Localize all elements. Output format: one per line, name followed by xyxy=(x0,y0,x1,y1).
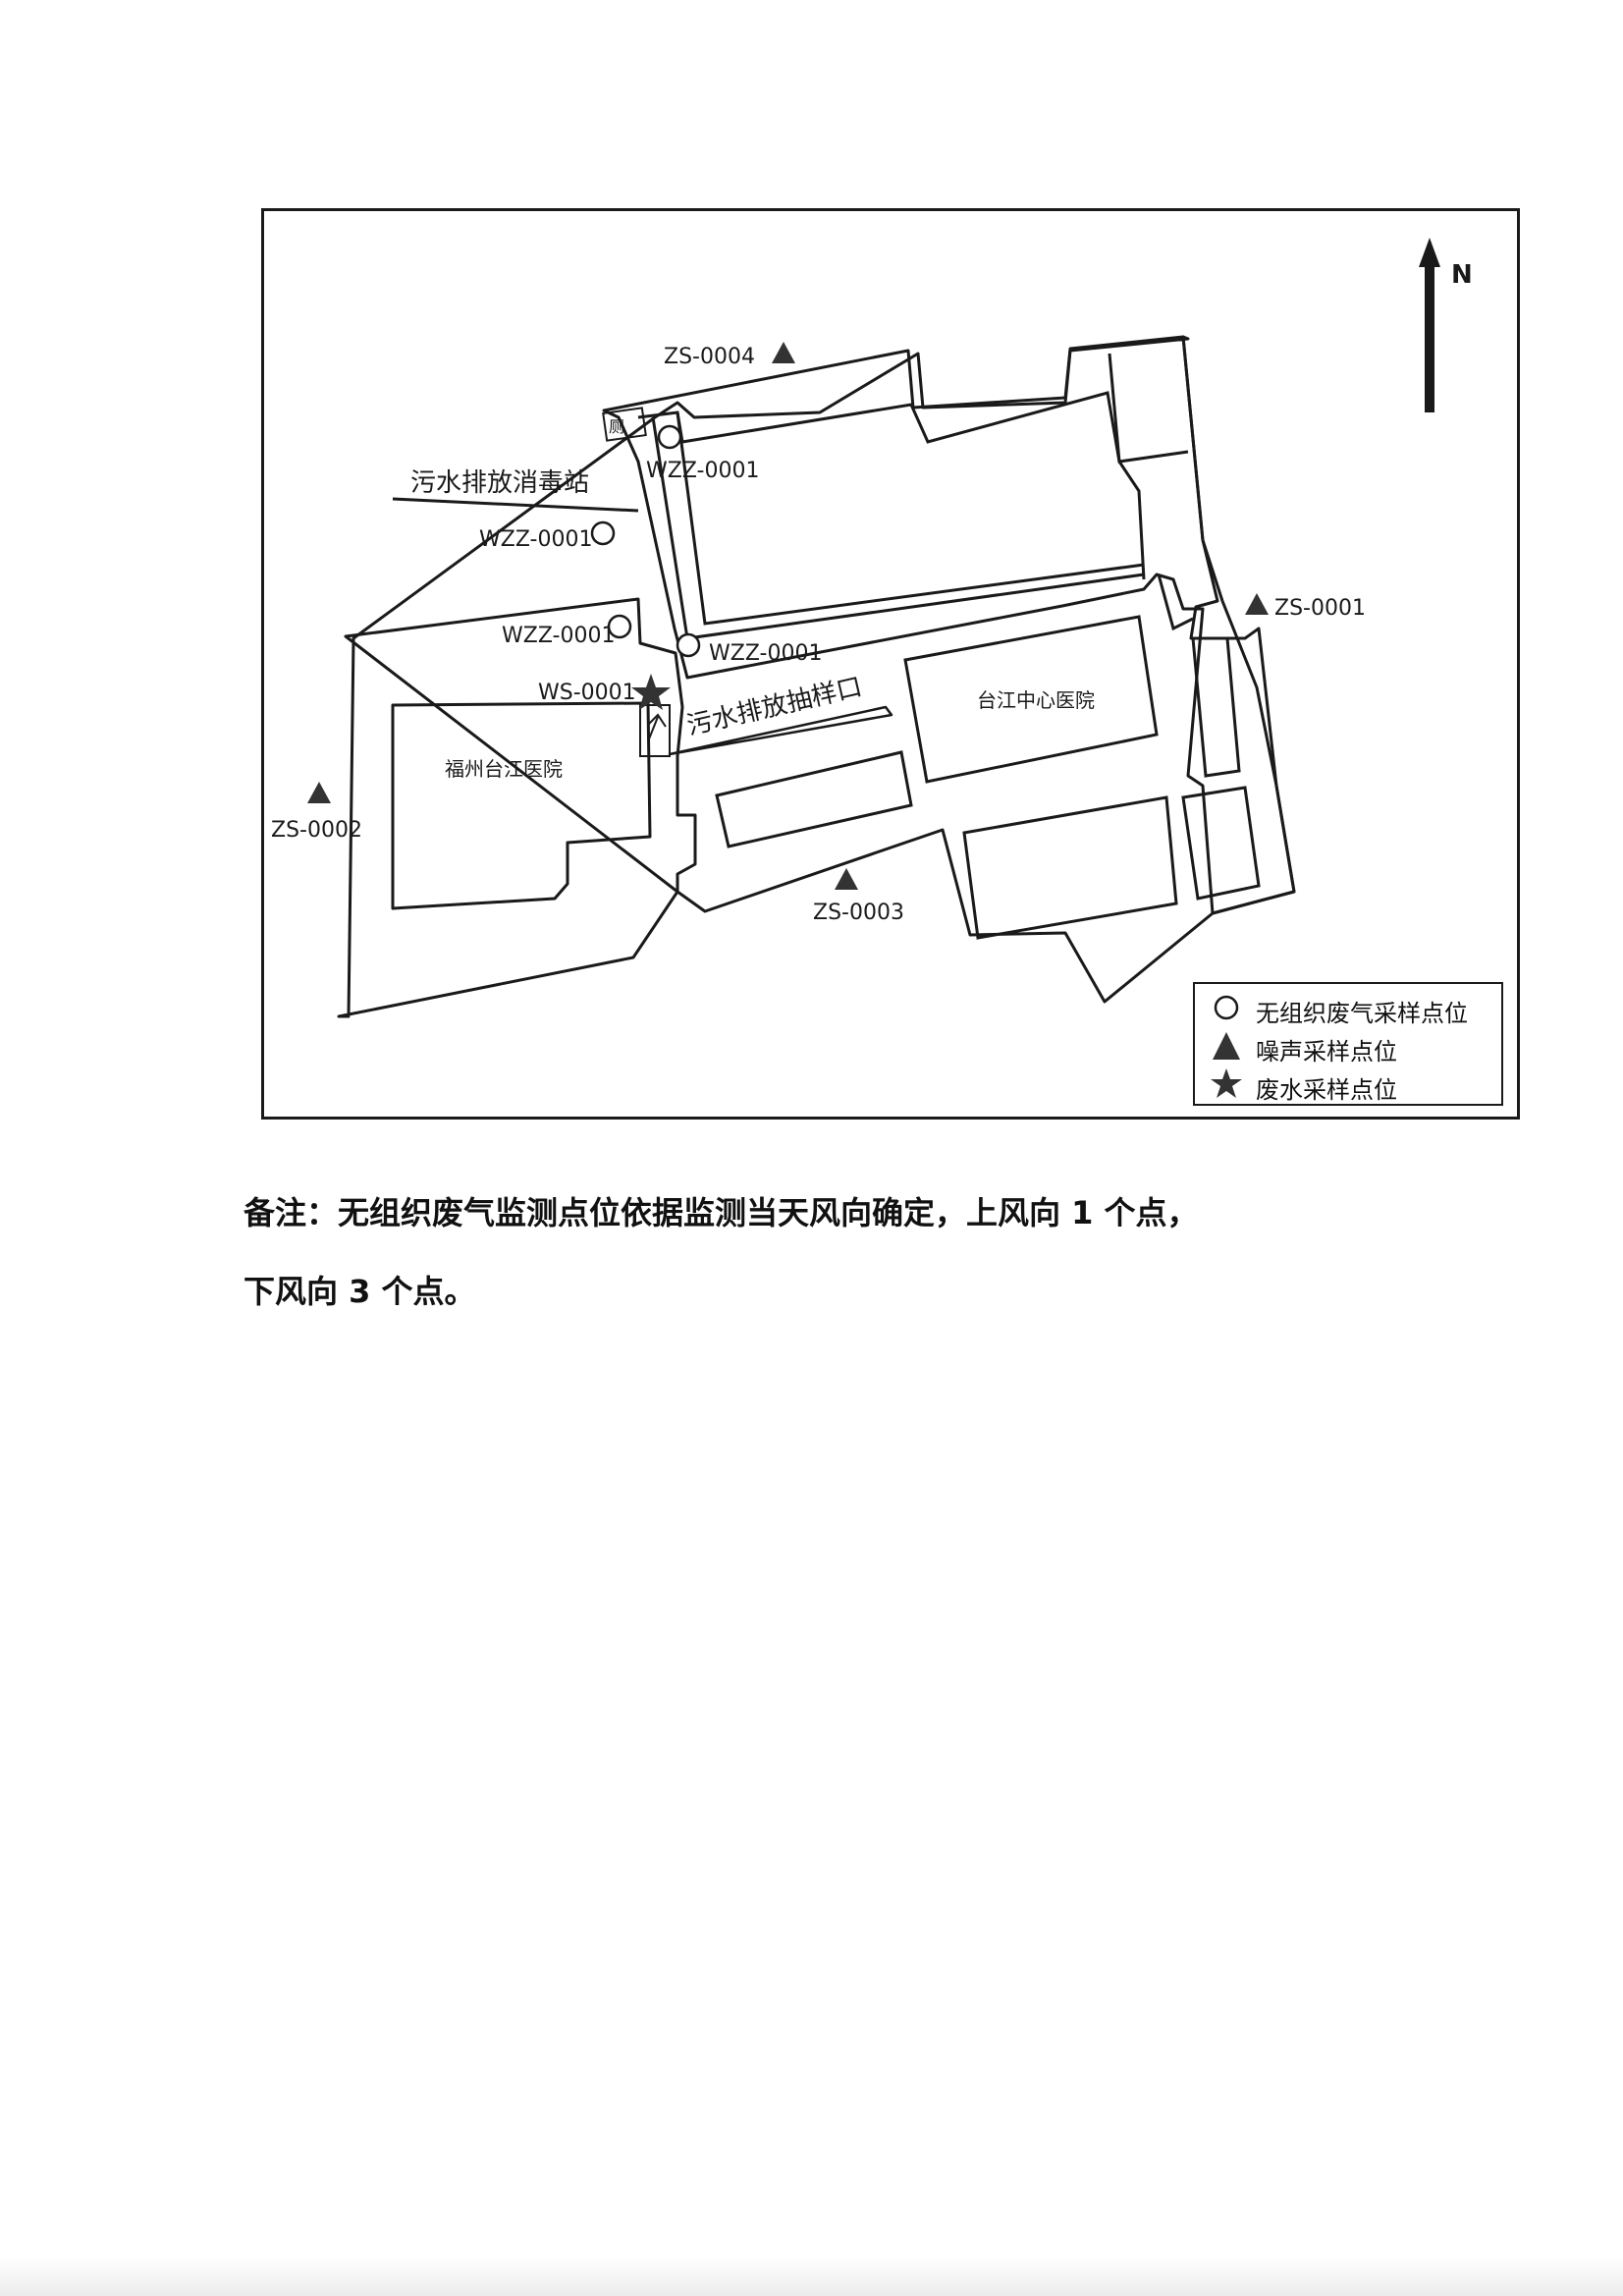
remarks-line-1: 备注：无组织废气监测点位依据监测当天风向确定，上风向 1 个点， xyxy=(243,1194,1199,1231)
fuzhou-taijiang-hospital-building xyxy=(391,701,652,910)
fuzhou-taijiang-hospital-label: 福州台江医院 xyxy=(445,757,563,781)
point-label-wzz-a: WZZ-0001 xyxy=(646,459,759,483)
point-label-wzz-d: WZZ-0001 xyxy=(709,641,822,666)
legend-wastewater-label: 废水采样点位 xyxy=(1256,1076,1397,1104)
scan-edge-shadow xyxy=(0,2257,1623,2296)
point-label-zs4: ZS-0004 xyxy=(664,345,755,369)
legend-triangle-icon xyxy=(1213,1032,1240,1060)
legend-noise-label: 噪声采样点位 xyxy=(1256,1038,1397,1066)
taijiang-center-hospital-building xyxy=(903,615,1159,784)
point-label-zs2: ZS-0002 xyxy=(271,818,362,843)
noise-point-triangle-icon xyxy=(307,782,331,803)
point-label-zs3: ZS-0003 xyxy=(813,901,904,925)
noise-point-triangle-icon xyxy=(835,868,858,890)
legend-circle-icon xyxy=(1214,995,1239,1020)
site-map-frame xyxy=(261,208,1520,1120)
point-label-zs1: ZS-0001 xyxy=(1274,596,1366,621)
gas-point-circle-icon xyxy=(590,520,616,546)
toilet-label: 厕 xyxy=(609,417,624,436)
remarks-paragraph: 备注：无组织废气监测点位依据监测当天风向确定，上风向 1 个点， 下风向 3 个… xyxy=(243,1174,1422,1331)
gas-point-circle-icon xyxy=(676,632,701,658)
wastewater-point-star-icon xyxy=(631,674,671,710)
noise-point-triangle-icon xyxy=(772,342,795,363)
north-arrow-icon xyxy=(1419,238,1440,412)
remarks-line-2: 下风向 3 个点。 xyxy=(243,1273,476,1310)
gas-point-circle-icon xyxy=(657,424,682,450)
legend-star-icon xyxy=(1211,1068,1242,1098)
noise-point-triangle-icon xyxy=(1245,593,1269,615)
point-label-ws1: WS-0001 xyxy=(538,681,636,705)
north-label: N xyxy=(1451,260,1473,290)
gas-point-circle-icon xyxy=(607,614,632,639)
map-legend: 无组织废气采样点位 噪声采样点位 废水采样点位 xyxy=(1193,982,1503,1106)
sewage-station-label: 污水排放消毒站 xyxy=(410,468,589,498)
legend-gas-label: 无组织废气采样点位 xyxy=(1256,1000,1468,1027)
taijiang-center-hospital-label: 台江中心医院 xyxy=(977,688,1095,712)
point-label-wzz-c: WZZ-0001 xyxy=(502,624,615,648)
point-label-wzz-b: WZZ-0001 xyxy=(479,527,592,552)
